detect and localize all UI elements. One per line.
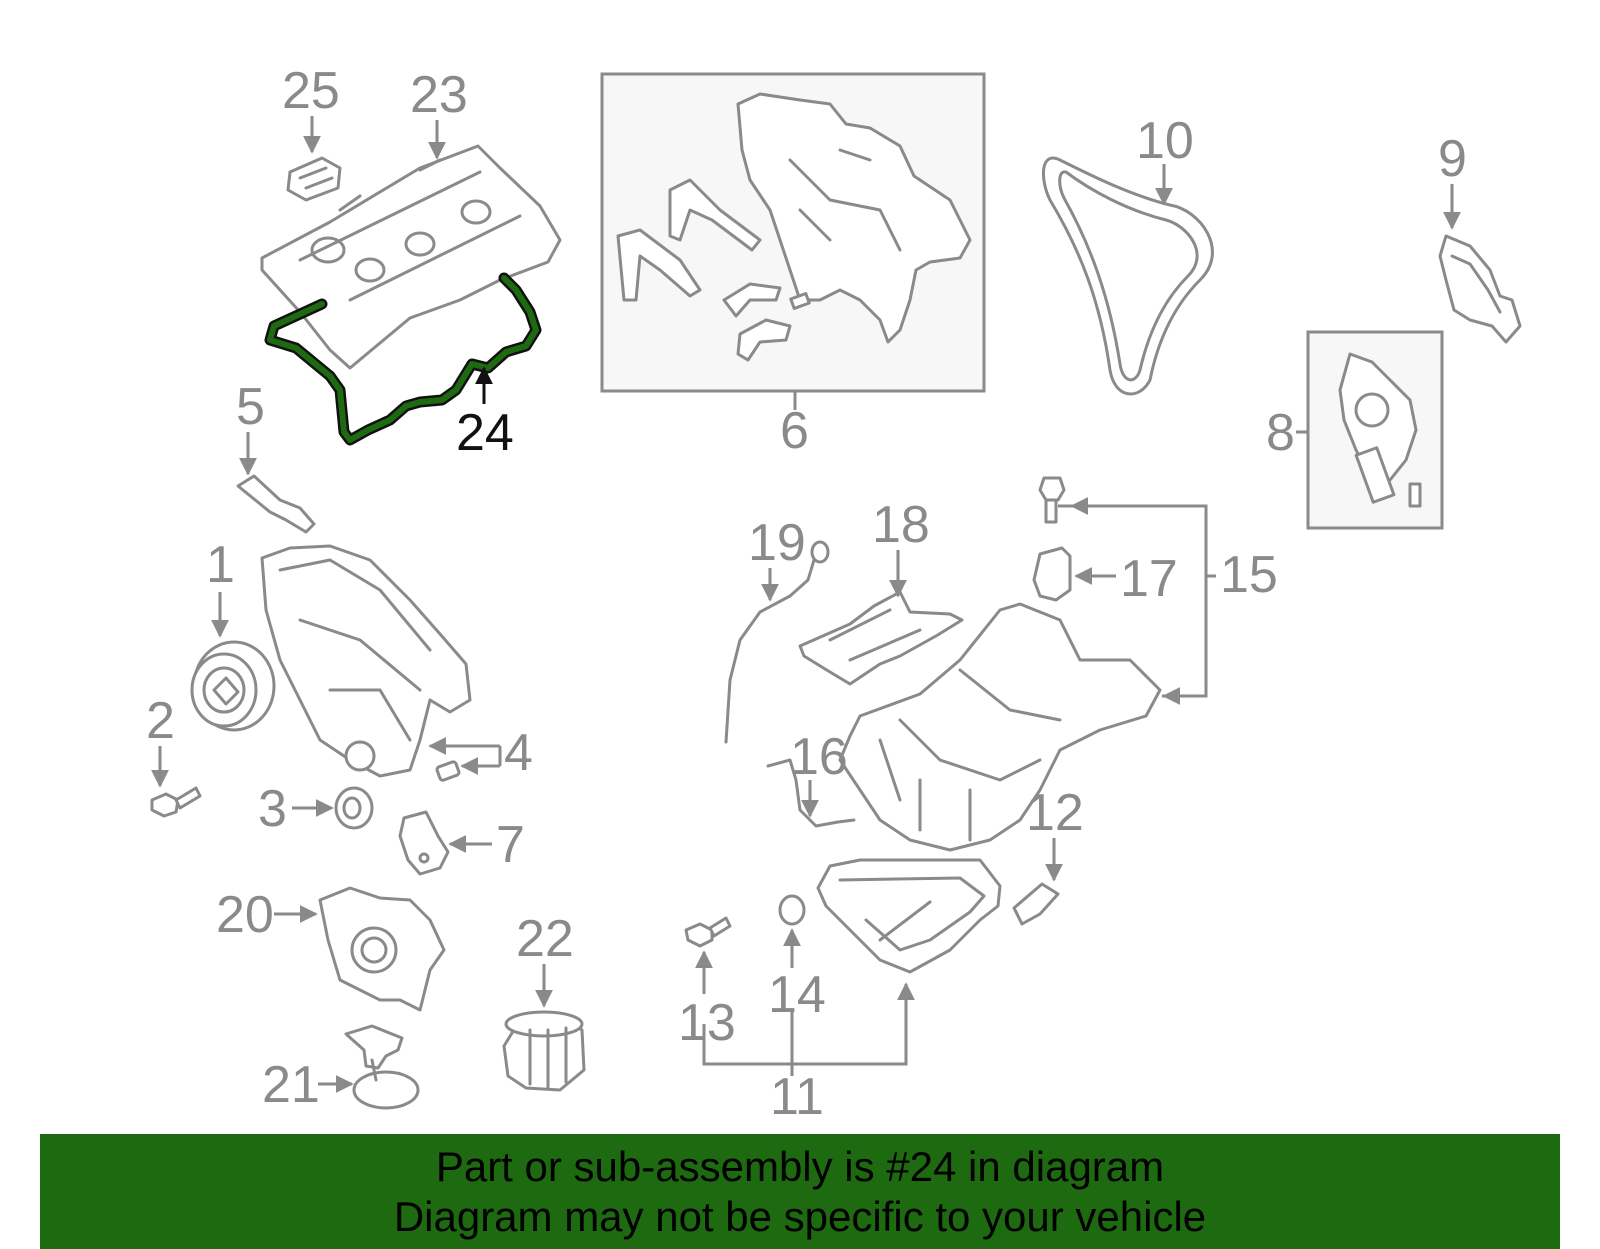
callout-7: 7 xyxy=(496,816,525,874)
part-15-bolt[interactable] xyxy=(1038,476,1066,524)
part-5-bracket[interactable] xyxy=(236,474,316,534)
callout-15: 15 xyxy=(1220,546,1278,604)
callout-3: 3 xyxy=(258,780,287,838)
callout-16: 16 xyxy=(790,728,848,786)
callout-19: 19 xyxy=(748,514,806,572)
callout-13: 13 xyxy=(678,994,736,1052)
part-16-gasket[interactable] xyxy=(766,758,856,828)
part-20-oil-pump[interactable] xyxy=(318,886,446,1012)
callout-25: 25 xyxy=(282,62,340,120)
parts-diagram: 25 23 24 6 10 9 xyxy=(146,62,1522,1126)
callout-8: 8 xyxy=(1266,404,1295,462)
callout-24: 24 xyxy=(456,404,514,462)
part-11-lower-oil-pan[interactable] xyxy=(816,858,1002,974)
banner-line-2: Diagram may not be specific to your vehi… xyxy=(393,1193,1207,1240)
callout-17: 17 xyxy=(1120,550,1178,608)
part-6-timing-chain-kit[interactable] xyxy=(600,72,986,393)
part-25-oil-filler-cap[interactable] xyxy=(286,156,342,202)
part-7-bracket[interactable] xyxy=(398,810,450,876)
callout-11: 11 xyxy=(770,1068,824,1126)
part-12-drain-plug[interactable] xyxy=(1012,882,1060,926)
part-2-bolt[interactable] xyxy=(150,786,202,818)
part-4-dowel[interactable] xyxy=(435,760,461,782)
callout-4: 4 xyxy=(504,724,533,782)
info-banner: Part or sub-assembly is #24 in diagram D… xyxy=(40,1134,1560,1249)
part-10-timing-chain[interactable] xyxy=(1041,156,1214,396)
callout-12: 12 xyxy=(1026,784,1084,842)
callout-22: 22 xyxy=(516,910,574,968)
part-1-crankshaft-pulley[interactable] xyxy=(190,640,276,732)
part-9-gasket[interactable] xyxy=(1438,234,1522,344)
banner-line-1: Part or sub-assembly is #24 in diagram xyxy=(435,1143,1165,1190)
callout-10: 10 xyxy=(1136,112,1194,170)
part-22-oil-filter[interactable] xyxy=(502,1010,586,1092)
part-19-dipstick[interactable] xyxy=(724,540,830,744)
callout-14: 14 xyxy=(768,966,826,1024)
part-front-timing-cover[interactable] xyxy=(260,544,472,778)
part-21-oil-pickup[interactable] xyxy=(344,1024,420,1110)
part-13-bolt[interactable] xyxy=(684,916,732,948)
part-18-baffle[interactable] xyxy=(798,590,964,686)
part-24-valve-cover-gasket[interactable] xyxy=(264,272,542,446)
callout-6: 6 xyxy=(780,402,809,460)
part-15-upper-oil-pan[interactable] xyxy=(838,602,1162,852)
part-8-water-pump[interactable] xyxy=(1306,330,1444,530)
part-3-seal[interactable] xyxy=(334,786,374,830)
callout-21: 21 xyxy=(262,1056,320,1114)
callout-1: 1 xyxy=(206,536,235,594)
part-23-valve-cover[interactable] xyxy=(260,144,562,370)
callout-23: 23 xyxy=(410,66,468,124)
callout-20: 20 xyxy=(216,886,274,944)
part-14-washer[interactable] xyxy=(778,894,806,926)
callout-18: 18 xyxy=(872,496,930,554)
callout-9: 9 xyxy=(1438,130,1467,188)
callout-2: 2 xyxy=(146,692,175,750)
part-17-bracket[interactable] xyxy=(1032,546,1072,602)
callout-5: 5 xyxy=(236,378,265,436)
